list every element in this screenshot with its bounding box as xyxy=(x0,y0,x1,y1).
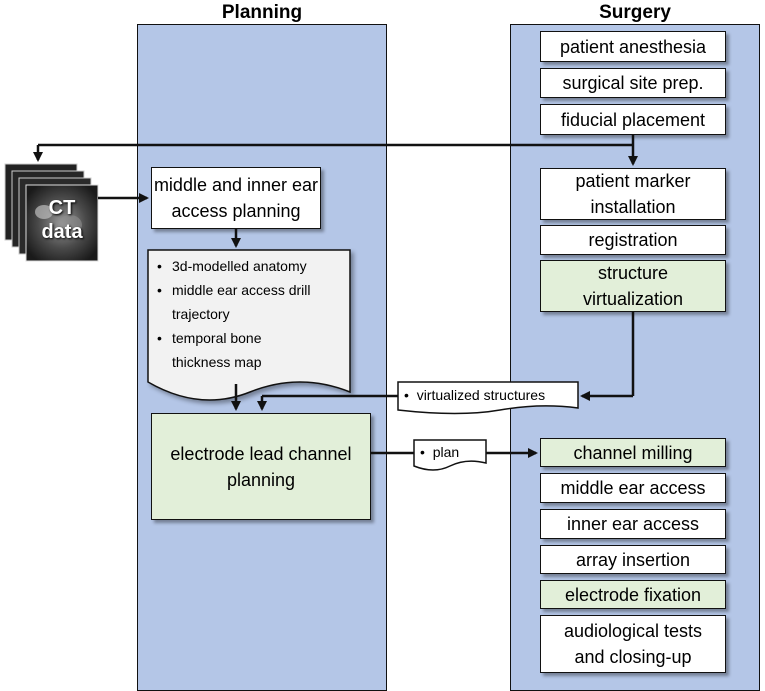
fiducial-placement-box: fiducial placement xyxy=(540,104,726,135)
output-item-continuation: trajectory xyxy=(172,306,230,322)
audiological-tests-box: audiological tests and closing-up xyxy=(540,615,726,673)
output-item: temporal bone xyxy=(152,326,311,350)
array-insertion-box: array insertion xyxy=(540,545,726,574)
output-item: middle ear access drill xyxy=(152,278,311,302)
ct-data-label: CT data xyxy=(41,197,83,243)
inner-ear-access-box: inner ear access xyxy=(540,509,726,539)
patient-marker-installation-box: patient marker installation xyxy=(540,168,726,220)
channel-milling-box: channel milling xyxy=(540,438,726,467)
surgery-lane xyxy=(510,24,760,691)
surgery-lane-title: Surgery xyxy=(599,2,671,23)
virtualized-structures-tag: • virtualized structures xyxy=(404,387,546,403)
planning-lane-title: Planning xyxy=(221,2,303,23)
middle-ear-access-box: middle ear access xyxy=(540,473,726,503)
channel-planning-box: electrode lead channel planning xyxy=(151,413,371,520)
registration-box: registration xyxy=(540,225,726,255)
output-item-continuation: thickness map xyxy=(172,354,262,370)
electrode-fixation-box: electrode fixation xyxy=(540,580,726,609)
patient-anesthesia-box: patient anesthesia xyxy=(540,31,726,62)
planning-output-list: 3d-modelled anatomy middle ear access dr… xyxy=(148,254,350,374)
plan-tag: • plan xyxy=(420,444,460,460)
structure-virtualization-box: structure virtualization xyxy=(540,260,726,312)
surgical-site-prep-box: surgical site prep. xyxy=(540,68,726,98)
output-item: 3d-modelled anatomy xyxy=(152,254,311,278)
access-planning-box: middle and inner ear access planning xyxy=(151,167,321,229)
